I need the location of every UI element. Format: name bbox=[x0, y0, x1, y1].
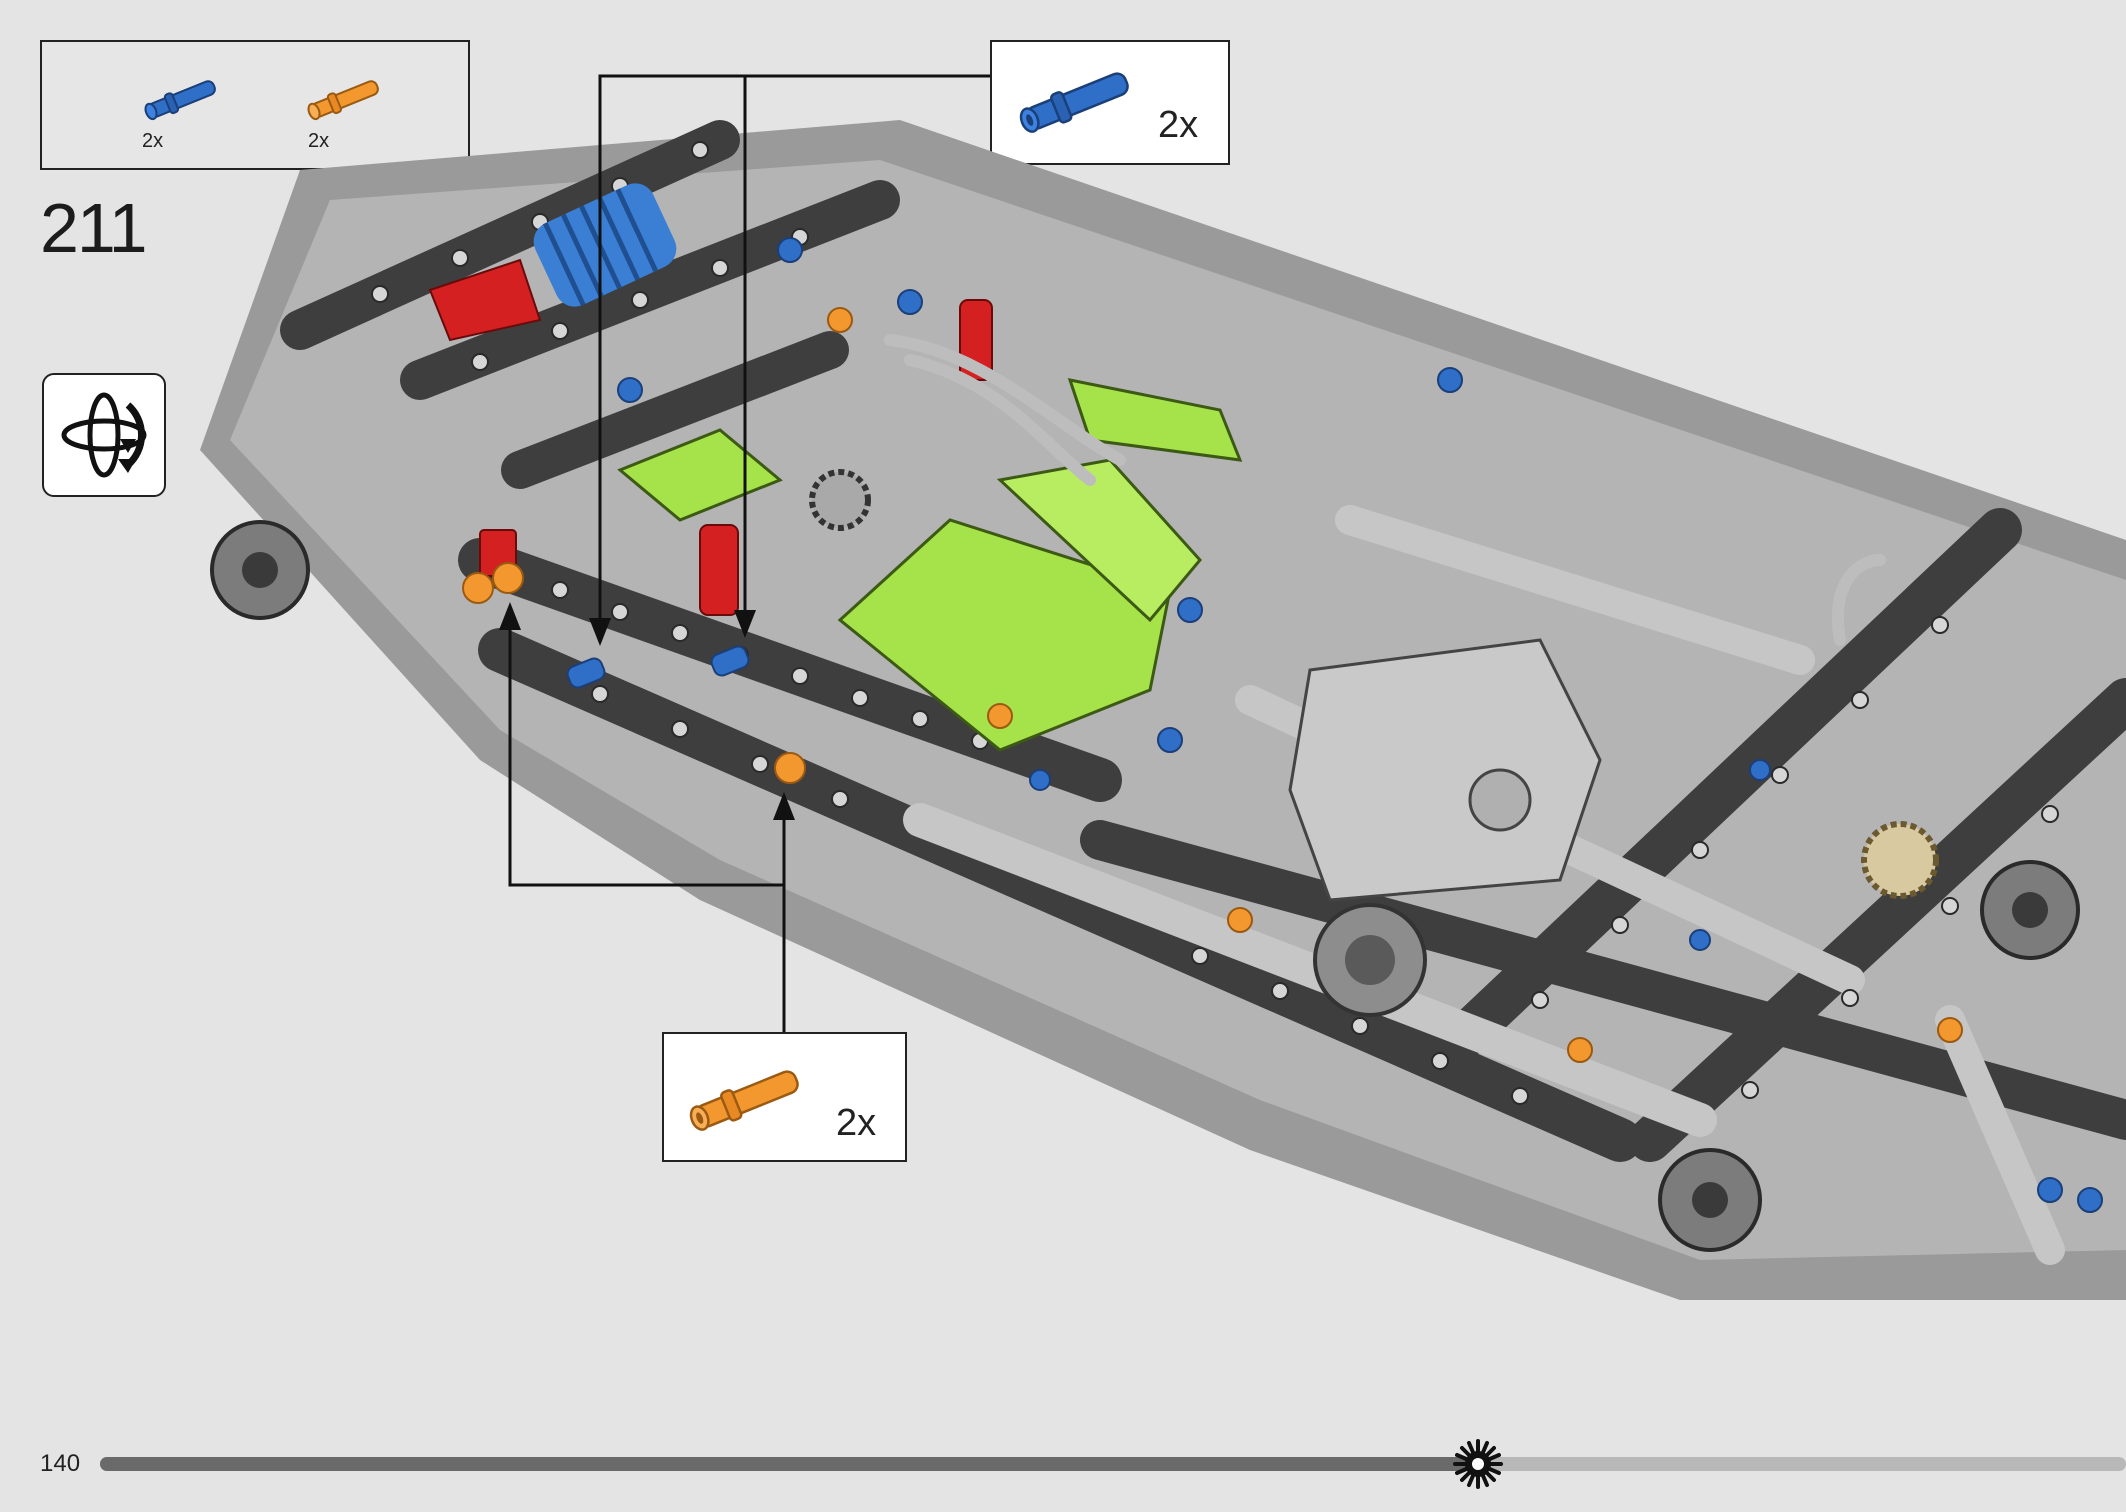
gears bbox=[809, 469, 1939, 899]
shock-absorber bbox=[533, 183, 677, 307]
step-number: 211 bbox=[40, 189, 148, 267]
callout-blue-pins: 2x bbox=[990, 40, 1230, 165]
installed-blue-pins bbox=[617, 237, 2103, 1213]
new-orange-pins bbox=[462, 307, 1963, 1063]
orange-pin-icon bbox=[307, 80, 379, 121]
blue-pin-icon bbox=[1019, 72, 1129, 133]
parts-quantity: 2x bbox=[142, 130, 164, 152]
lime-panels bbox=[617, 378, 1243, 752]
callout-orange-pins: 2x bbox=[662, 1032, 907, 1162]
new-blue-pins bbox=[566, 645, 750, 689]
progress-bar-fill bbox=[100, 1457, 1478, 1471]
engine-block bbox=[1288, 638, 1602, 1017]
callout-arrowheads bbox=[499, 602, 795, 820]
parts-list: 2x 2x bbox=[40, 40, 470, 170]
orange-pin-icon bbox=[689, 1070, 799, 1131]
rotate-model-icon bbox=[42, 373, 166, 497]
page-number: 140 bbox=[40, 1450, 81, 1477]
gear-icon bbox=[1453, 1439, 1503, 1489]
tubes bbox=[884, 334, 1886, 646]
callout-quantity: 2x bbox=[836, 1102, 877, 1144]
blue-pin-icon bbox=[144, 80, 216, 121]
callout-leaders bbox=[508, 74, 990, 1032]
progress-bar bbox=[100, 1457, 2126, 1471]
callout-quantity: 2x bbox=[1158, 104, 1199, 146]
beam-holes bbox=[371, 141, 2059, 1105]
rotate-icon bbox=[61, 392, 147, 478]
wheel-hubs bbox=[210, 520, 2080, 1252]
parts-quantity: 2x bbox=[308, 130, 330, 152]
model-illustration bbox=[200, 74, 2126, 1300]
